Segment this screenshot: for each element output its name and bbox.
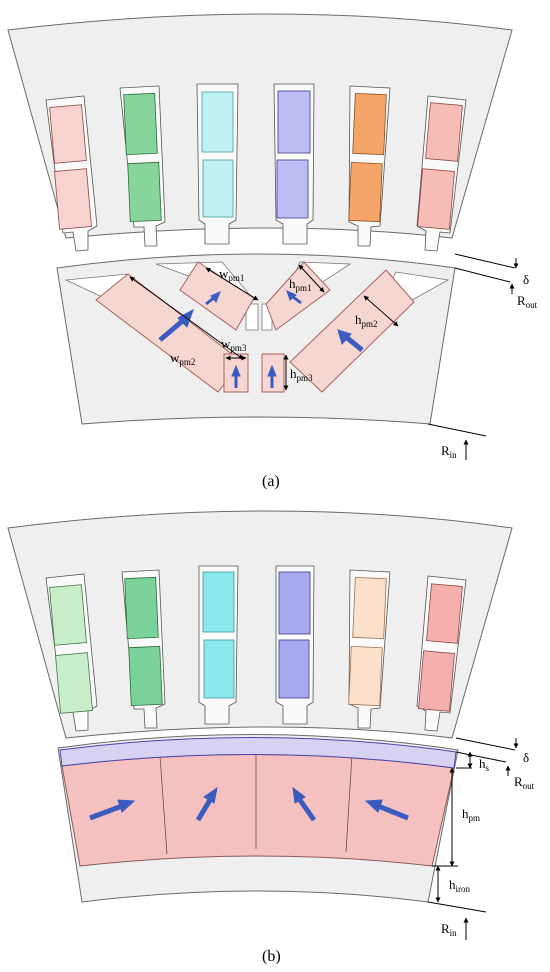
label-rout-a: Rout [517, 293, 538, 310]
stator-slots-a [45, 83, 467, 252]
coil-a4-top [277, 90, 311, 154]
coil-a2-top [123, 92, 158, 156]
coil-a3-top [201, 91, 234, 153]
label-wpm1: wpm1 [219, 266, 244, 283]
label-hpm1: hpm1 [289, 276, 312, 293]
caption-b: (b) [262, 948, 281, 965]
coil-b5-bottom [348, 645, 383, 707]
stator-slots-b [45, 565, 467, 732]
coil-a5-bottom [348, 161, 383, 223]
coil-b1-top [49, 584, 87, 646]
coil-b2-bottom [128, 645, 163, 707]
magnetization-arrows-b [89, 786, 409, 822]
coil-a6-top [425, 102, 463, 162]
coil-b6-bottom [418, 650, 455, 712]
label-wpm3: wpm3 [221, 336, 247, 353]
label-hpm3: hpm3 [290, 366, 313, 383]
label-rin-a: Rin [441, 443, 457, 460]
label-wpm2: wpm2 [170, 350, 195, 367]
coil-b4-bottom [278, 639, 310, 699]
figure-a: wpm1 hpm1 hpm2 wpm2 wpm3 hpm3 δ Rout Rin… [7, 13, 538, 490]
coil-b5-top [352, 576, 387, 640]
coil-a2-bottom [127, 161, 162, 223]
coil-b1-bottom [55, 652, 93, 714]
label-hpm2: hpm2 [355, 312, 378, 329]
label-hpm: hpm [462, 806, 480, 823]
coil-a4-bottom [276, 159, 309, 219]
label-rout-b: Rout [514, 774, 535, 791]
coil-b3-bottom [203, 639, 235, 699]
magnet-dividers [159, 750, 353, 855]
caption-a: (a) [262, 473, 280, 490]
label-delta-a: δ [523, 272, 529, 287]
label-delta-b: δ [523, 750, 529, 765]
figure-b: δ hs Rout hpm hiron Rin (b) [7, 510, 535, 965]
coil-b2-top [124, 576, 159, 640]
label-hs: hs [479, 756, 490, 773]
coil-a6-bottom [417, 168, 455, 230]
label-hiron: hiron [449, 877, 470, 894]
coil-a1-top [49, 104, 87, 164]
coil-b4-top [278, 571, 311, 635]
coil-a3-bottom [202, 159, 234, 218]
label-rin-b: Rin [441, 921, 457, 938]
coil-b3-top [202, 571, 235, 633]
coil-a1-bottom [54, 168, 92, 230]
coil-a5-top [352, 92, 387, 156]
coil-b6-top [426, 583, 463, 644]
